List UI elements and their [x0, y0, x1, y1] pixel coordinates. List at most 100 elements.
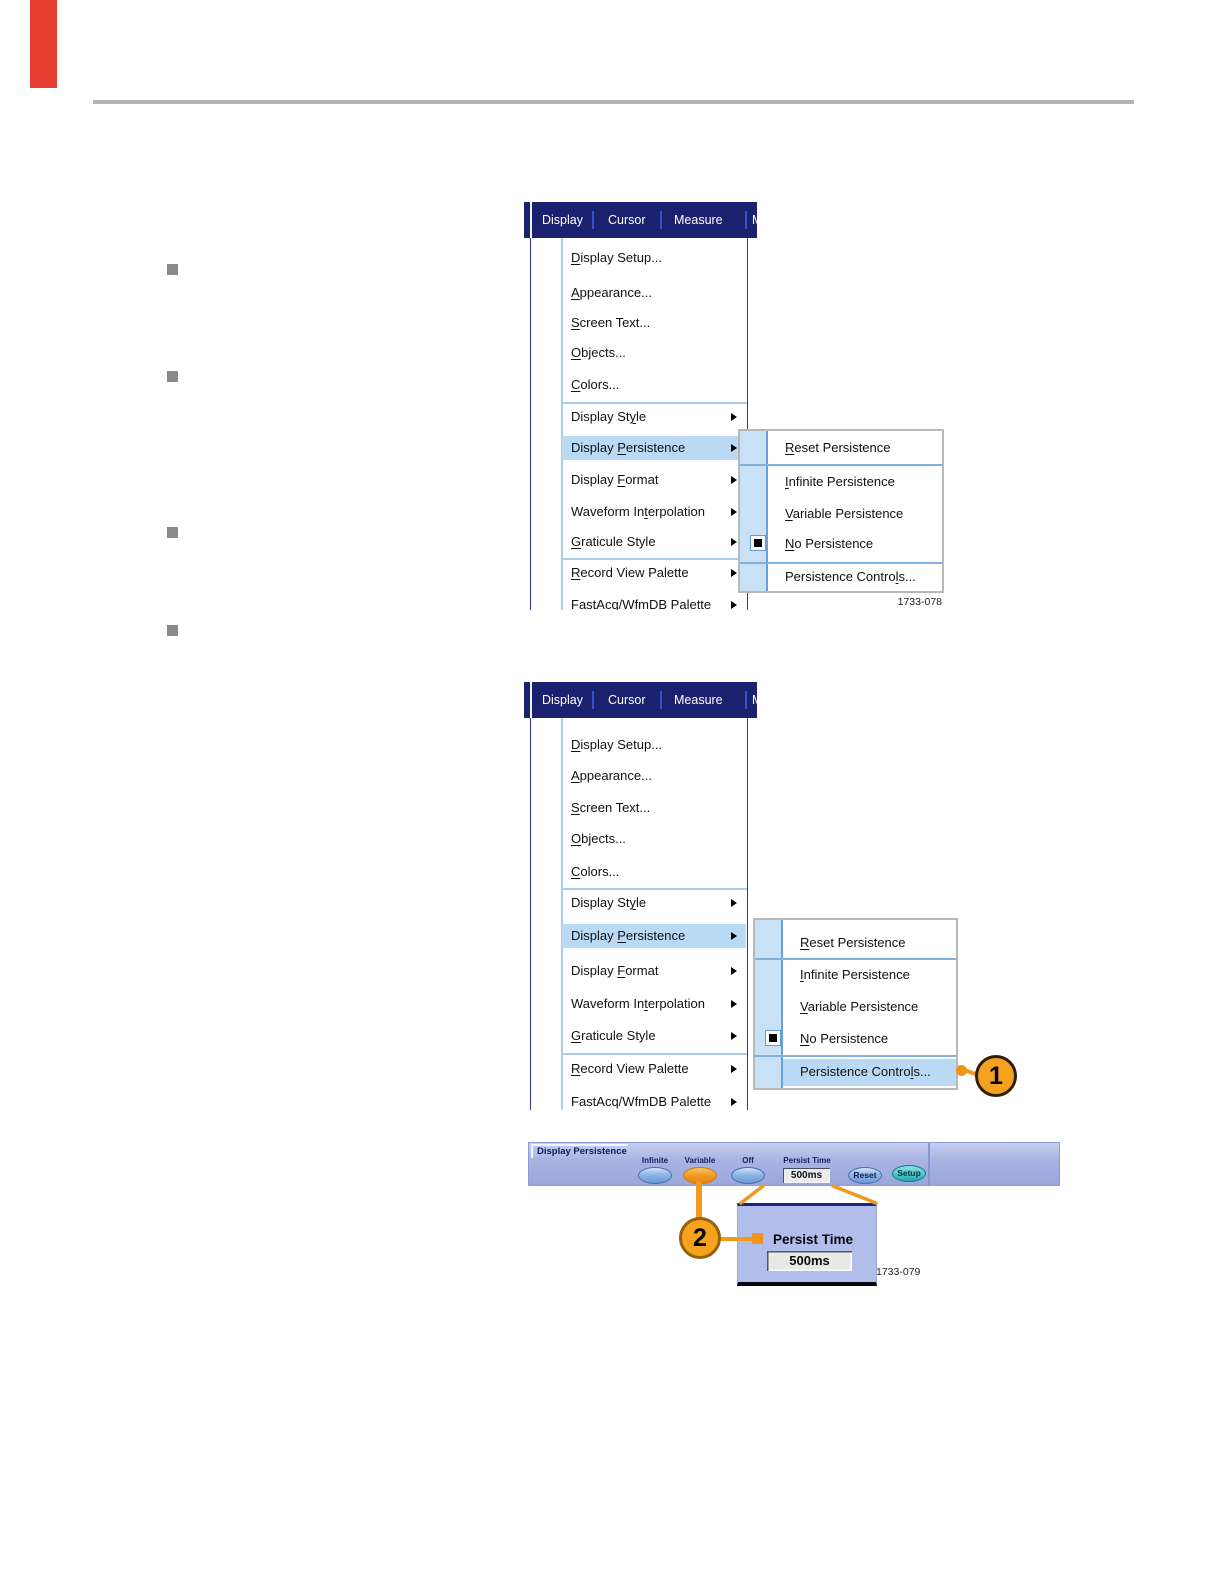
- menubar-separator: [592, 691, 594, 709]
- callout-step-1: 1: [975, 1055, 1017, 1097]
- submenu-arrow-icon: [731, 476, 737, 484]
- submenu-arrow-icon: [731, 899, 737, 907]
- submenu-arrow-icon: [731, 413, 737, 421]
- submenu-item-infinite-persistence[interactable]: Infinite Persistence: [800, 967, 910, 982]
- persistence-submenu-1: Reset Persistence Infinite Persistence V…: [738, 429, 944, 593]
- menu-measure[interactable]: Measure: [674, 213, 723, 227]
- menu-separator: [561, 558, 747, 560]
- persist-time-inset-panel: Persist Time 500ms: [737, 1203, 877, 1286]
- submenu-item-infinite-persistence[interactable]: Infinite Persistence: [785, 474, 895, 489]
- submenu-gutter: [755, 920, 781, 1088]
- highlight-display-persistence: [562, 436, 746, 460]
- display-persistence-control-bar: Display Persistence Infinite Variable Of…: [528, 1142, 1060, 1186]
- figure-number: 1733-079: [876, 1266, 921, 1278]
- submenu-arrow-icon: [731, 601, 737, 609]
- menu-item-graticule-style[interactable]: Graticule Style: [571, 530, 745, 554]
- menu-measure[interactable]: Measure: [674, 693, 723, 707]
- reset-button[interactable]: Reset: [848, 1167, 882, 1184]
- menubar-notch: [530, 682, 532, 718]
- submenu-gutter: [740, 431, 766, 591]
- submenu-arrow-icon: [731, 1000, 737, 1008]
- submenu-gutter-line: [766, 431, 768, 591]
- menu-separator: [561, 1053, 747, 1055]
- menu-display[interactable]: Display: [542, 213, 583, 227]
- menu-item-display-setup[interactable]: Display Setup...: [571, 250, 663, 265]
- submenu-arrow-icon: [731, 1065, 737, 1073]
- menu-item-colors[interactable]: Colors...: [571, 377, 620, 392]
- menu-item-waveform-interpolation[interactable]: Waveform Interpolation: [571, 992, 745, 1016]
- submenu-item-reset-persistence[interactable]: Reset Persistence: [785, 440, 891, 455]
- menu-item-record-view-palette[interactable]: Record View Palette: [571, 561, 745, 585]
- list-bullet: [167, 527, 178, 538]
- menu-item-display-style[interactable]: Display Style: [571, 405, 745, 429]
- menu-item-graticule-style[interactable]: Graticule Style: [571, 1024, 745, 1048]
- menu-fragment: M: [752, 682, 757, 718]
- callout-connector-dot: [956, 1065, 967, 1076]
- submenu-item-variable-persistence[interactable]: Variable Persistence: [800, 999, 919, 1014]
- submenu-separator: [755, 1055, 956, 1057]
- checked-indicator-icon: [750, 535, 766, 551]
- menu-item-display-format[interactable]: Display Format: [571, 959, 745, 983]
- inset-persist-time-field[interactable]: 500ms: [767, 1251, 852, 1271]
- submenu-separator: [755, 958, 956, 960]
- menu-item-colors[interactable]: Colors...: [571, 864, 620, 879]
- submenu-item-persistence-controls[interactable]: Persistence Controls...: [785, 569, 916, 584]
- variable-button-label: Variable: [684, 1156, 716, 1165]
- highlight-persistence-controls: [783, 1059, 956, 1086]
- figure-number: 1733-078: [897, 596, 942, 608]
- menubar-separator: [592, 211, 594, 229]
- menubar-separator: [660, 211, 662, 229]
- menu-item-fastacq-palette[interactable]: FastAcq/WfmDB Palette: [571, 593, 745, 610]
- menu-display[interactable]: Display: [542, 693, 583, 707]
- menu-item-fastacq-palette[interactable]: FastAcq/WfmDB Palette: [571, 1090, 745, 1110]
- menu-item-display-persistence[interactable]: Display Persistence: [571, 436, 745, 460]
- off-button[interactable]: [731, 1167, 765, 1184]
- menubar-1: Display Cursor Measure M: [524, 202, 757, 238]
- menu-item-objects[interactable]: Objects...: [571, 831, 626, 846]
- menu-item-display-persistence[interactable]: Display Persistence: [571, 924, 745, 948]
- menu-separator: [561, 402, 747, 404]
- list-bullet: [167, 625, 178, 636]
- menu-fragment: M: [752, 202, 757, 238]
- menu-cursor[interactable]: Cursor: [608, 693, 646, 707]
- submenu-item-no-persistence[interactable]: No Persistence: [785, 536, 874, 551]
- submenu-item-reset-persistence[interactable]: Reset Persistence: [800, 935, 906, 950]
- submenu-arrow-icon: [731, 1098, 737, 1106]
- persistence-submenu-2: Reset Persistence Infinite Persistence V…: [753, 918, 958, 1090]
- setup-button[interactable]: Setup: [892, 1165, 926, 1182]
- menu-item-appearance[interactable]: Appearance...: [571, 285, 652, 300]
- control-bar-divider: [928, 1143, 930, 1185]
- red-margin-mark: [30, 0, 57, 88]
- menu-gutter-line: [561, 718, 563, 1110]
- submenu-arrow-icon: [731, 444, 737, 452]
- submenu-item-persistence-controls[interactable]: Persistence Controls...: [800, 1064, 931, 1079]
- infinite-button[interactable]: [638, 1167, 672, 1184]
- menu-item-record-view-palette[interactable]: Record View Palette: [571, 1057, 745, 1081]
- menu-item-waveform-interpolation[interactable]: Waveform Interpolation: [571, 500, 745, 524]
- persist-time-field[interactable]: 500ms: [783, 1168, 830, 1183]
- submenu-separator: [740, 562, 942, 564]
- menubar-separator: [745, 691, 747, 709]
- submenu-arrow-icon: [731, 538, 737, 546]
- header-rule: [93, 100, 1134, 104]
- menu-item-screen-text[interactable]: Screen Text...: [571, 315, 651, 330]
- menu-item-display-style[interactable]: Display Style: [571, 891, 745, 915]
- menu-item-display-format[interactable]: Display Format: [571, 468, 745, 492]
- menubar-separator: [660, 691, 662, 709]
- submenu-gutter-line: [781, 920, 783, 1088]
- display-menu-2: Display Setup... Appearance... Screen Te…: [530, 718, 748, 1110]
- menu-item-objects[interactable]: Objects...: [571, 345, 626, 360]
- menu-item-screen-text[interactable]: Screen Text...: [571, 800, 651, 815]
- menu-cursor[interactable]: Cursor: [608, 213, 646, 227]
- submenu-item-variable-persistence[interactable]: Variable Persistence: [785, 506, 904, 521]
- menu-item-display-setup[interactable]: Display Setup...: [571, 737, 663, 752]
- callout-step-2: 2: [679, 1217, 721, 1259]
- submenu-item-no-persistence[interactable]: No Persistence: [800, 1031, 889, 1046]
- menubar-2: Display Cursor Measure M: [524, 682, 757, 718]
- variable-button[interactable]: [683, 1167, 717, 1184]
- menu-gutter-line: [561, 238, 563, 610]
- submenu-separator: [740, 464, 942, 466]
- infinite-button-label: Infinite: [641, 1156, 669, 1165]
- menu-item-appearance[interactable]: Appearance...: [571, 768, 652, 783]
